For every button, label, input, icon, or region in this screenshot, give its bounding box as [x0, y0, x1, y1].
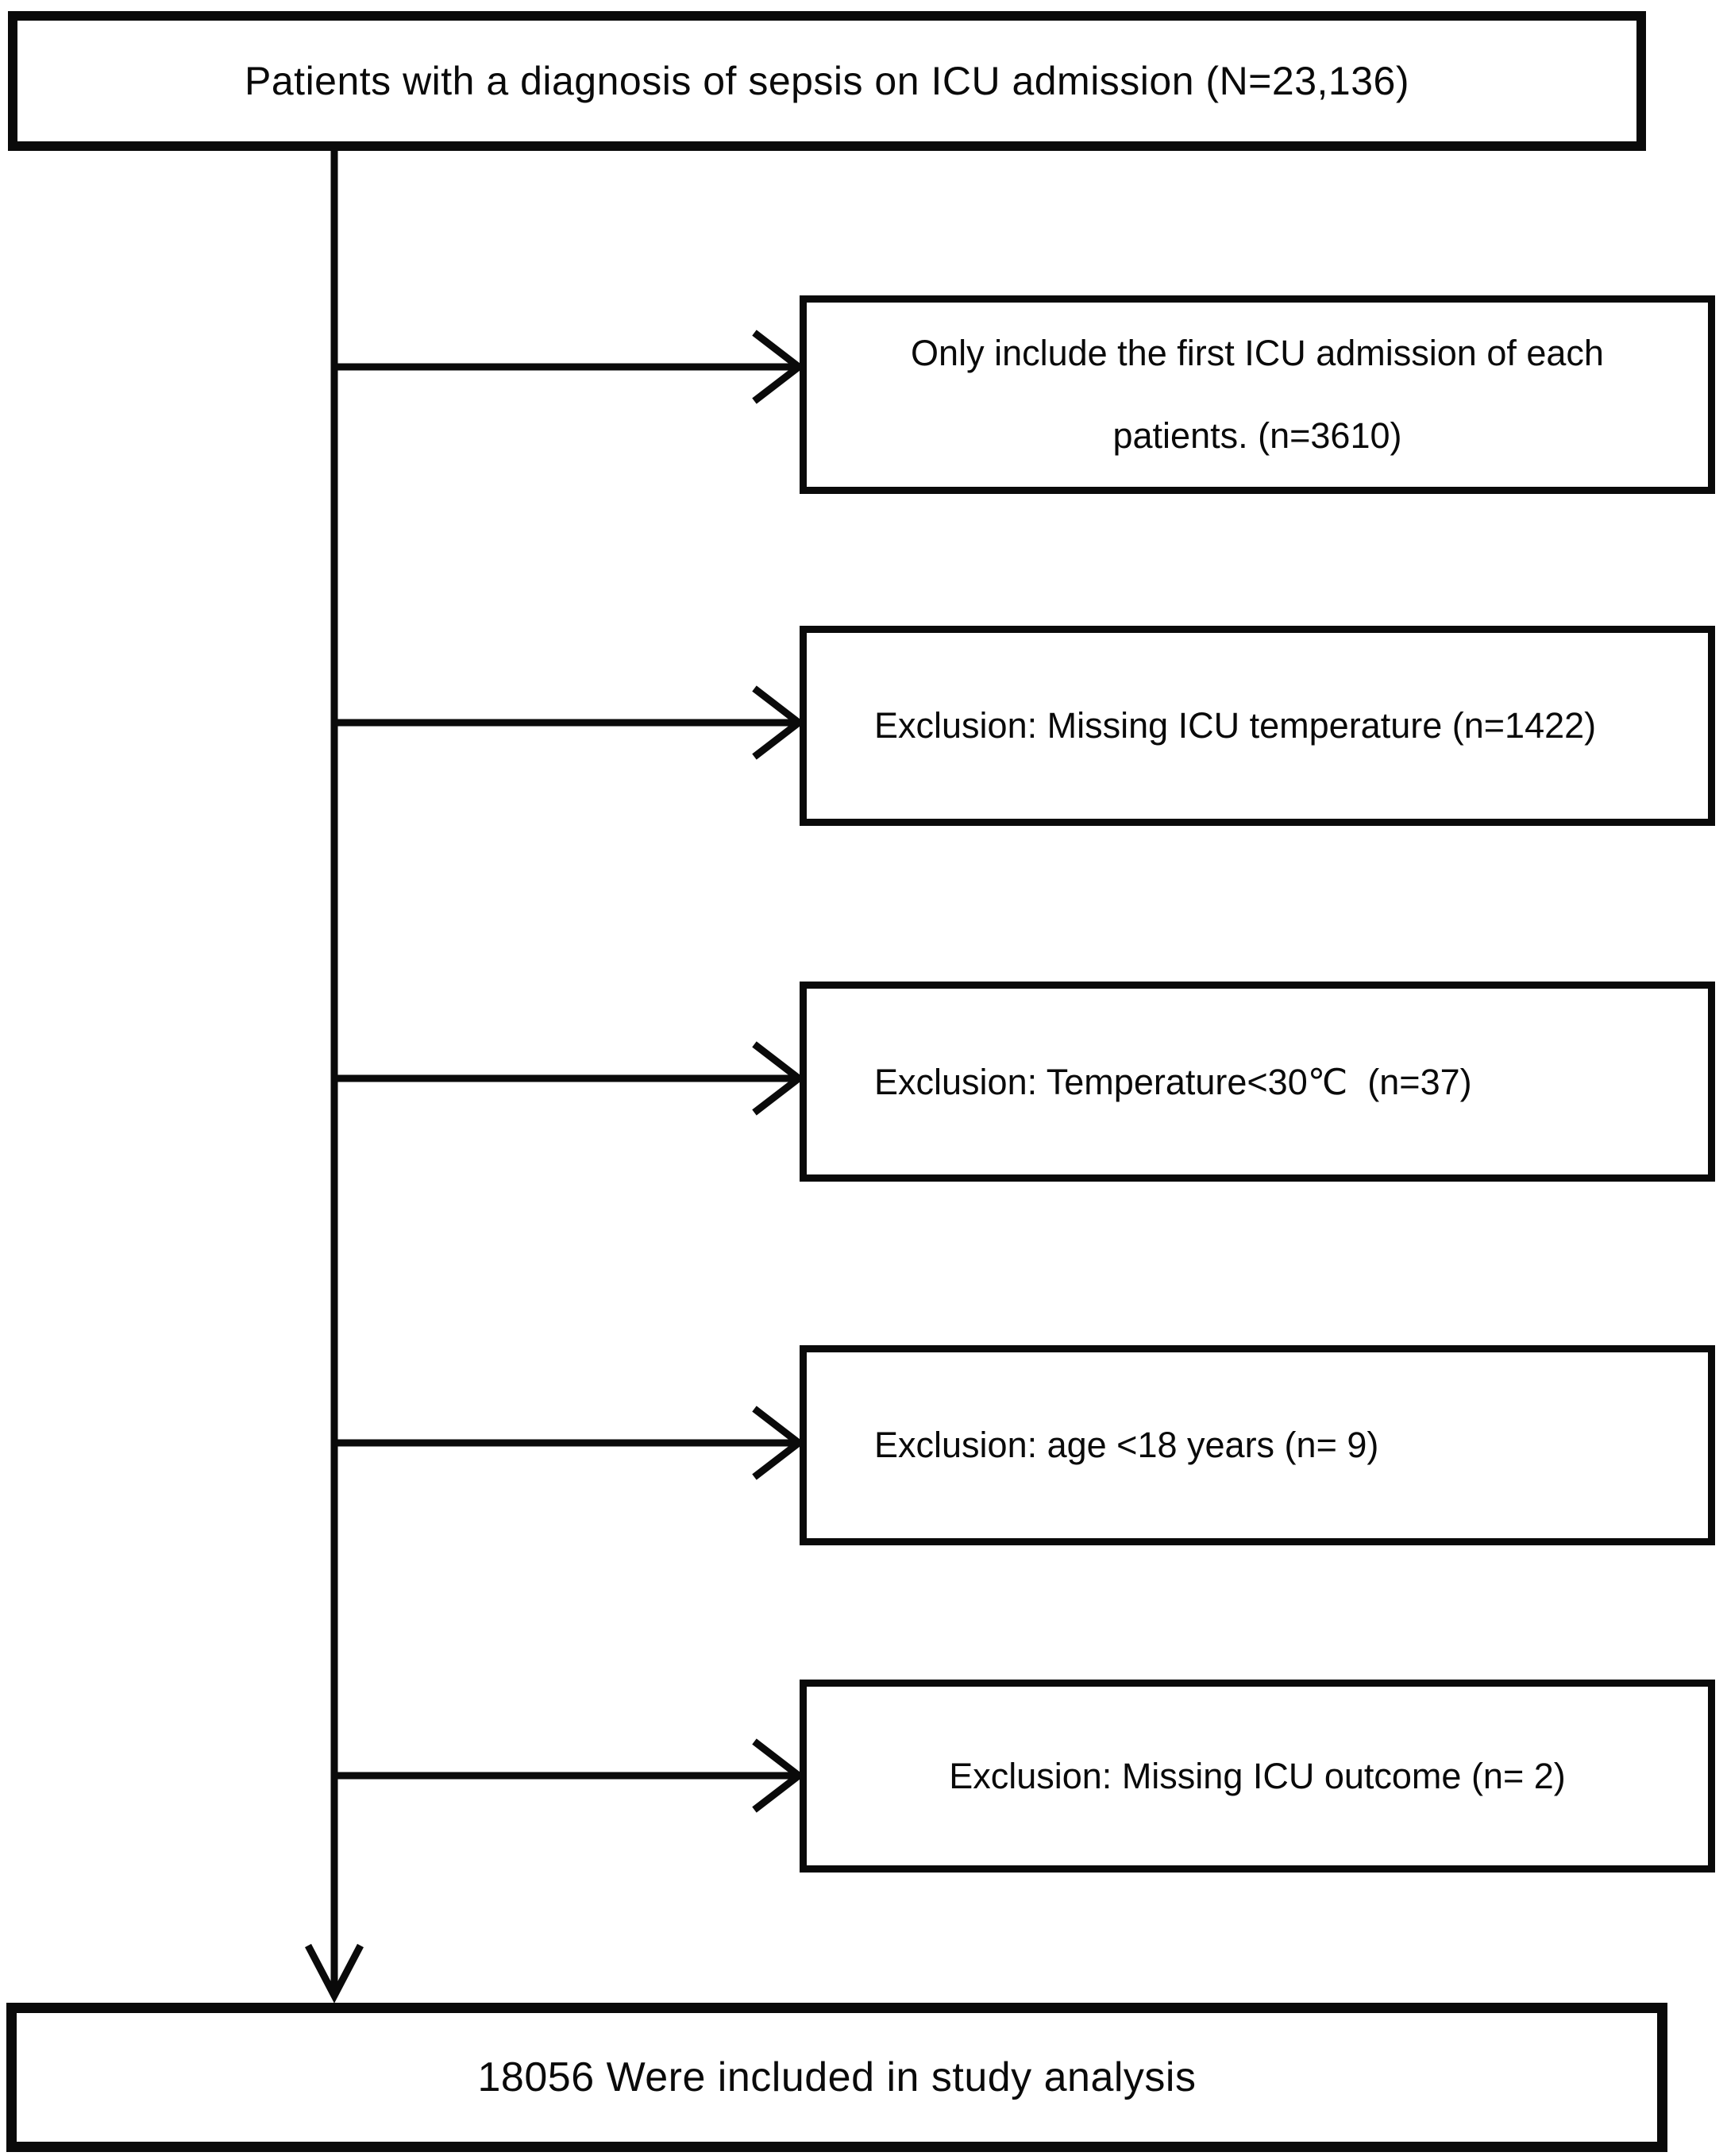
arrowhead-right-2-icon [752, 685, 805, 760]
node-result-box: 18056 Were included in study analysis [6, 2003, 1667, 2152]
exclusion-1-label-line-2: patients. (n=3610) [1112, 415, 1402, 456]
node-exclusion-box-5: Exclusion: Missing ICU outcome (n= 2) [800, 1680, 1715, 1873]
result-label: 18056 Were included in study analysis [477, 2054, 1197, 2100]
exclusion-2-label: Exclusion: Missing ICU temperature (n=14… [874, 705, 1597, 746]
arrowhead-right-5-icon [752, 1738, 805, 1813]
node-exclusion-box-1: Only include the first ICU admission of … [800, 295, 1715, 494]
exclusion-1-label-line-1: Only include the first ICU admission of … [911, 333, 1604, 373]
exclusion-4-label: Exclusion: age <18 years (n= 9) [874, 1425, 1379, 1465]
arrowhead-right-4-icon [752, 1406, 805, 1480]
node-exclusion-box-4: Exclusion: age <18 years (n= 9) [800, 1345, 1715, 1545]
node-population-box: Patients with a diagnosis of sepsis on I… [8, 11, 1646, 151]
arrowhead-down-icon [305, 1943, 364, 2004]
exclusion-3-label: Exclusion: Temperature<30℃ (n=37) [874, 1061, 1472, 1102]
arrowhead-right-3-icon [752, 1041, 805, 1116]
arrowhead-right-1-icon [752, 330, 805, 404]
node-exclusion-box-3: Exclusion: Temperature<30℃ (n=37) [800, 982, 1715, 1182]
node-exclusion-box-2: Exclusion: Missing ICU temperature (n=14… [800, 626, 1715, 826]
exclusion-5-label: Exclusion: Missing ICU outcome (n= 2) [949, 1755, 1566, 1796]
population-label: Patients with a diagnosis of sepsis on I… [245, 59, 1409, 103]
